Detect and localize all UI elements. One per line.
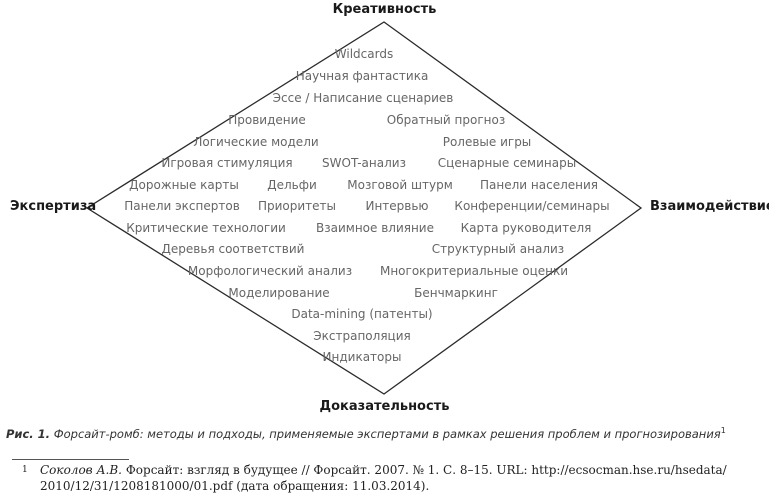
method-label: Структурный анализ [431, 242, 565, 256]
method-label: Деревья соответствий [161, 242, 305, 256]
method-label: Эссе / Написание сценариев [272, 91, 454, 105]
footnote-text-block: Соколов А.В. Форсайт: взгляд в будущее /… [40, 462, 765, 494]
method-label: Обратный прогноз [386, 113, 506, 127]
method-label: Ролевые игры [442, 135, 532, 149]
method-label: Дорожные карты [129, 178, 239, 192]
footnote-separator [12, 459, 129, 460]
method-label: Интервью [365, 199, 429, 213]
method-label: Индикаторы [322, 350, 402, 364]
vertex-creativity: Креативность [332, 2, 437, 17]
method-label: SWOT-анализ [322, 156, 406, 170]
diamond-shape [85, 21, 643, 395]
method-label: Игровая стимуляция [161, 156, 293, 170]
diamond-outline [85, 21, 643, 395]
method-label: Провидение [228, 113, 306, 127]
footnote-reference: 1 [720, 426, 726, 435]
method-label: Дельфи [267, 178, 317, 192]
method-label: Панели населения [480, 178, 598, 192]
figure-caption-text: Форсайт-ромб: методы и подходы, применяе… [53, 426, 721, 441]
vertex-expertise: Экспертиза [10, 199, 97, 214]
method-label: Приоритеты [257, 199, 337, 213]
method-label: Моделирование [228, 286, 330, 300]
method-label: Морфологический анализ [187, 264, 353, 278]
foresight-diamond-diagram: Креативность Экспертиза Взаимодействие Д… [10, 2, 769, 414]
method-label: Научная фантастика [295, 69, 429, 83]
vertex-interaction: Взаимодействие [650, 199, 769, 214]
method-label: Критические технологии [126, 221, 286, 235]
method-label: Многокритериальные оценки [379, 264, 569, 278]
method-label: Панели экспертов [124, 199, 240, 213]
method-label: Карта руководителя [460, 221, 592, 235]
footnote-number: 1 [22, 465, 28, 475]
method-label: Data-mining (патенты) [291, 307, 433, 321]
figure-number: Рис. 1. [6, 426, 51, 441]
method-label: Wildcards [334, 47, 394, 61]
method-label: Сценарные семинары [437, 156, 577, 170]
method-label: Конференции/семинары [454, 199, 610, 213]
figure-caption: Рис. 1. Форсайт-ромб: методы и подходы, … [6, 426, 766, 441]
method-label: Экстраполяция [313, 329, 411, 343]
vertex-evidence: Доказательность [319, 399, 450, 414]
method-label: Бенчмаркинг [414, 286, 498, 300]
footnote-author: Соколов А.В. [40, 463, 122, 477]
method-label: Взаимное влияние [316, 221, 434, 235]
method-label: Логические модели [193, 135, 319, 149]
method-label: Мозговой штурм [347, 178, 453, 192]
footnote-reference-text: Форсайт: взгляд в будущее // Форсайт. 20… [40, 463, 727, 493]
